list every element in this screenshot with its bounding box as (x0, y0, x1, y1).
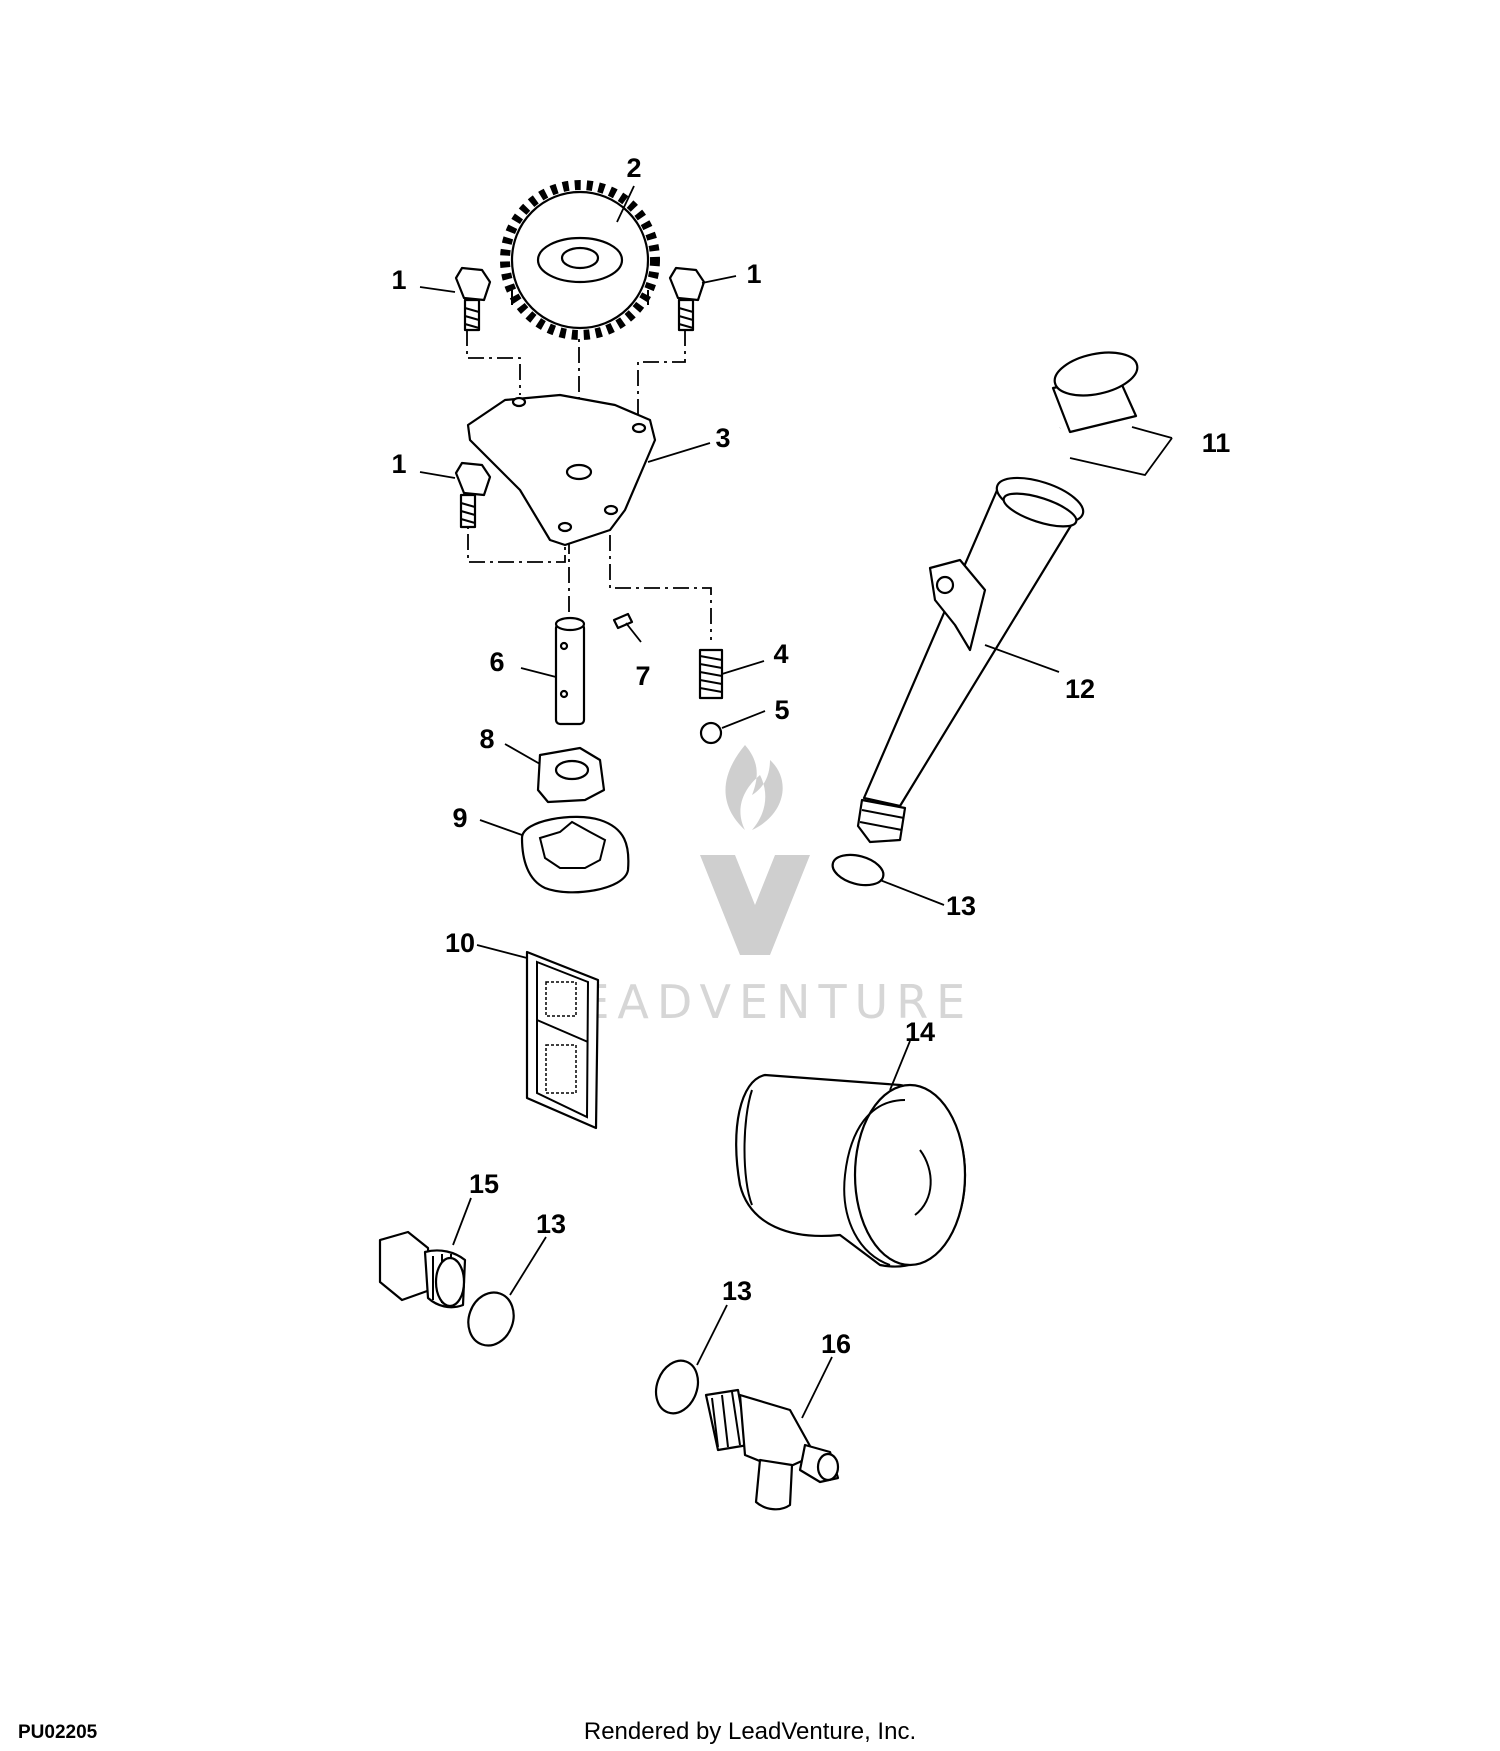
oil-filter (735, 1073, 967, 1268)
callout-o-ring-plug: 13 (536, 1209, 566, 1239)
dipstick-tube (856, 476, 1085, 844)
callout-o-ring-tube: 13 (946, 891, 976, 921)
o-ring-tube (831, 853, 885, 887)
relief-spring (698, 648, 724, 700)
callout-dipstick-tube: 12 (1065, 674, 1095, 704)
callout-strainer: 10 (445, 928, 475, 958)
leadventure-watermark: LEADVENTURE (547, 745, 974, 1029)
callout-inner-rotor: 8 (479, 724, 494, 754)
callout-drain-plug: 15 (469, 1169, 499, 1199)
callout-spring: 4 (773, 639, 788, 669)
drive-pin (612, 612, 634, 630)
callout-labels: 1 1 1 2 3 4 5 6 7 8 9 10 11 12 13 14 15 … (391, 153, 1230, 1359)
callout-bolt-top-right: 1 (746, 259, 761, 289)
bolt-left (454, 461, 492, 529)
drive-gear (500, 180, 660, 340)
callout-bolt-left: 1 (391, 449, 406, 479)
callout-shaft: 6 (489, 647, 504, 677)
relief-ball (699, 721, 723, 745)
callout-ball: 5 (774, 695, 789, 725)
pump-cover-plate (466, 393, 657, 547)
o-ring-plug (467, 1291, 515, 1347)
watermark-text: LEADVENTURE (547, 975, 974, 1029)
callout-bolt-top-left: 1 (391, 265, 406, 295)
callout-o-ring-fitting: 13 (722, 1276, 752, 1306)
callout-fitting: 16 (821, 1329, 851, 1359)
callout-gear: 2 (626, 153, 641, 183)
bolt-top-right (668, 266, 706, 332)
o-ring-fitting (654, 1359, 700, 1415)
callout-dipstick: 11 (1202, 428, 1231, 458)
oil-strainer (525, 950, 600, 1130)
callout-outer-rotor: 9 (452, 803, 467, 833)
pump-shaft (554, 616, 586, 726)
callout-oil-filter: 14 (905, 1017, 935, 1047)
elbow-fitting (704, 1388, 840, 1511)
figure-code: PU02205 (18, 1722, 98, 1743)
callout-pin: 7 (635, 661, 650, 691)
inner-rotor (536, 746, 606, 804)
bolt-top-left (454, 266, 492, 332)
leader-lines (419, 185, 1173, 1419)
render-credit: Rendered by LeadVenture, Inc. (583, 1718, 917, 1745)
drain-plug (378, 1230, 467, 1309)
dipstick (1026, 351, 1139, 502)
outer-rotor (520, 815, 630, 894)
callout-pump-cover: 3 (715, 423, 730, 453)
